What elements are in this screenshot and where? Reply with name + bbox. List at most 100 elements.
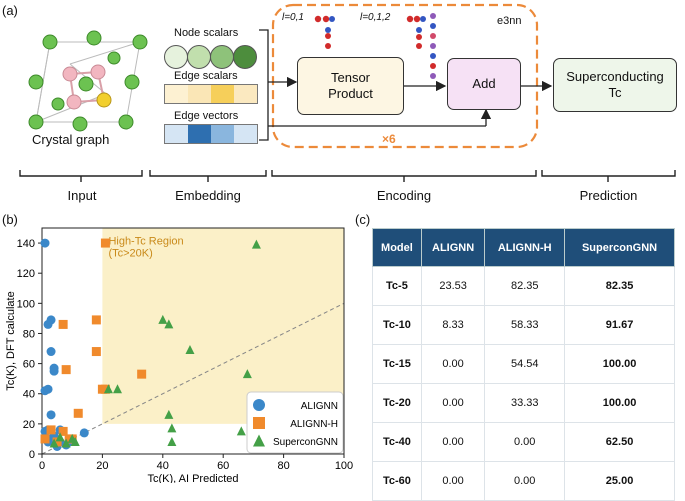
table-cell: Tc-60 <box>372 461 422 501</box>
supercongnn-point <box>164 409 174 419</box>
y-tick-label: 0 <box>29 449 35 461</box>
alignn-point <box>40 386 50 396</box>
legend-box <box>246 391 344 454</box>
x-tick-label: 100 <box>335 460 353 472</box>
alignn-h-point <box>52 437 62 447</box>
alignn-h-point <box>100 238 110 248</box>
alignn-point <box>40 238 50 248</box>
alignn-h-point <box>58 426 68 436</box>
supercongnn-point <box>167 423 177 433</box>
table-cell: 0.00 <box>420 422 486 462</box>
legend-label: ALIGNN <box>301 401 338 412</box>
stage-prediction-label: Prediction <box>579 188 638 203</box>
crystal-graph-label: Crystal graph <box>32 132 110 147</box>
tensor-product-label: Tensor Product <box>328 70 373 101</box>
alignn-point <box>46 410 56 420</box>
supercongnn-point <box>185 345 195 355</box>
alignn-h-point <box>91 347 101 357</box>
x-tick-label: 60 <box>217 460 229 472</box>
legend-marker <box>253 434 265 447</box>
table-cell: 23.53 <box>420 266 486 306</box>
y-axis-label: Tc(K), DFT calculate <box>5 291 17 390</box>
table-header-cell: ALIGNN-H <box>484 228 566 267</box>
alignn-h-point <box>137 369 147 379</box>
output-box: Superconducting Tc <box>553 58 677 112</box>
table-row: Tc-10 8.33 58.33 91.67 <box>372 305 675 345</box>
alignn-point <box>43 319 53 329</box>
table-row: Tc-40 0.00 0.00 62.50 <box>372 422 675 462</box>
y-tick-label: 20 <box>23 419 35 431</box>
edge-vectors-strip <box>164 124 258 144</box>
repeat-label: ×6 <box>382 132 396 146</box>
supercongnn-point <box>251 239 261 249</box>
table-cell: 25.00 <box>564 461 675 501</box>
legend-marker <box>253 399 265 411</box>
alignn-h-point <box>58 319 68 329</box>
table-cell: Tc-10 <box>372 305 422 345</box>
supercongnn-point <box>164 319 174 329</box>
e3nn-frame <box>271 3 539 149</box>
results-table: Model ALIGNN ALIGNN-H SuperconGNN Tc-5 2… <box>372 228 675 501</box>
node-scalar-circle <box>233 45 257 69</box>
supercongnn-point <box>242 369 252 379</box>
y-tick-label: 60 <box>23 359 35 371</box>
table-row: Tc-20 0.00 33.33 100.00 <box>372 383 675 423</box>
stage-input-label: Input <box>67 188 97 203</box>
edge-vectors-label: Edge vectors <box>174 110 239 122</box>
table-cell: 54.54 <box>484 344 566 384</box>
panel-a-label: (a) <box>2 3 18 18</box>
alignn-h-point <box>100 384 110 394</box>
output-label: Superconducting Tc <box>566 69 664 100</box>
region-label-line1: High-Tc Region <box>108 236 183 248</box>
crystal-graph-illustration <box>28 30 148 132</box>
e3nn-label: e3nn <box>497 15 522 27</box>
edge-scalars-strip <box>164 84 258 104</box>
x-tick-label: 80 <box>277 460 289 472</box>
table-cell: 82.35 <box>564 266 675 306</box>
x-tick-label: 40 <box>157 460 169 472</box>
table-cell: 0.00 <box>484 422 566 462</box>
alignn-point <box>49 366 59 376</box>
table-cell: 0.00 <box>484 461 566 501</box>
alignn-point <box>79 428 89 438</box>
table-cell: 8.33 <box>420 305 486 345</box>
table-cell: Tc-40 <box>372 422 422 462</box>
table-cell: 82.35 <box>484 266 566 306</box>
irreps-glyphs-l01 <box>314 15 335 49</box>
stage-embedding-label: Embedding <box>175 188 241 203</box>
add-label: Add <box>472 76 496 91</box>
table-cell: 0.00 <box>420 344 486 384</box>
edge-scalars-label: Edge scalars <box>174 70 238 82</box>
table-row: Tc-15 0.00 54.54 100.00 <box>372 344 675 384</box>
table-cell: 100.00 <box>564 344 675 384</box>
alignn-point <box>46 347 56 357</box>
table-row: Tc-5 23.53 82.35 82.35 <box>372 266 675 306</box>
alignn-h-point <box>61 365 71 375</box>
supercongnn-point <box>158 314 168 324</box>
table-cell: 33.33 <box>484 383 566 423</box>
y-tick-label: 120 <box>17 268 35 280</box>
panel-c-label: (c) <box>355 212 371 227</box>
supercongnn-point <box>61 438 71 448</box>
legend-label: SuperconGNN <box>273 437 338 448</box>
panel-b-label: (b) <box>2 212 18 227</box>
legend-label: ALIGNN-H <box>290 419 338 430</box>
table-row: Tc-60 0.00 0.00 25.00 <box>372 461 675 501</box>
table-cell: Tc-15 <box>372 344 422 384</box>
stage-encoding-label: Encoding <box>376 188 432 203</box>
table-header-cell: Model <box>372 228 422 267</box>
supercongnn-point <box>70 436 80 446</box>
table-header-cell: ALIGNN <box>420 228 486 267</box>
table-header-cell: SuperconGNN <box>564 228 675 267</box>
tensor-product-box: Tensor Product <box>297 57 404 115</box>
l012-label: l=0,1,2 <box>360 12 391 23</box>
supercongnn-point <box>236 426 246 436</box>
x-tick-label: 0 <box>39 460 45 472</box>
y-tick-label: 100 <box>17 298 35 310</box>
alignn-h-point <box>40 434 50 444</box>
alignn-h-point <box>46 425 56 435</box>
supercongnn-point <box>167 436 177 446</box>
legend-marker <box>253 417 265 429</box>
table-cell: Tc-5 <box>372 266 422 306</box>
